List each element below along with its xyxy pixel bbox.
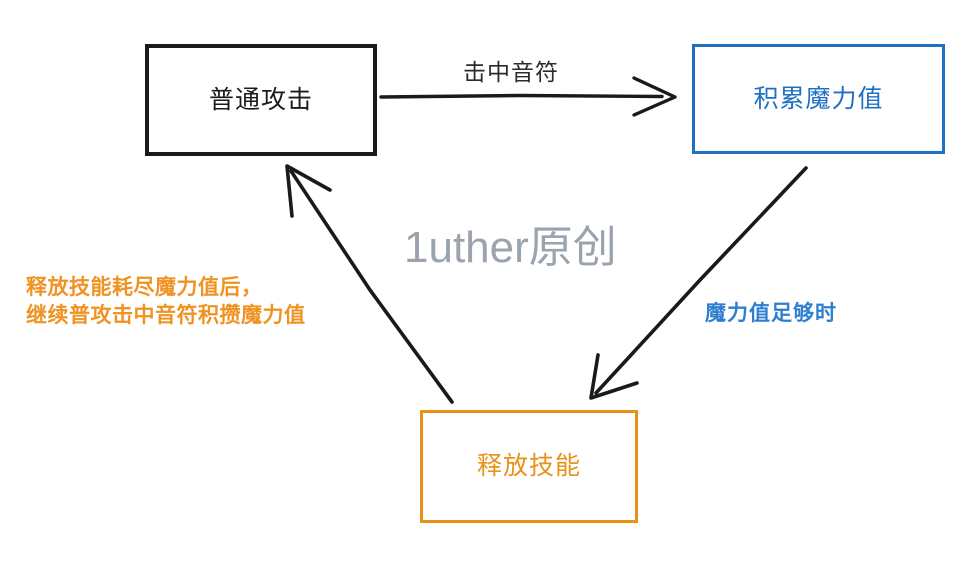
edge-label-after-cast-line1: 释放技能耗尽魔力值后，: [26, 276, 263, 299]
node-normal-attack-label: 普通攻击: [208, 85, 313, 114]
edge-label-after-cast: 释放技能耗尽魔力值后， 继续普攻击中音符积攒魔力值: [26, 274, 306, 331]
node-normal-attack[interactable]: 普通攻击: [145, 44, 377, 156]
node-accumulate-mana-label: 积累魔力值: [753, 84, 884, 113]
edge-label-after-cast-line2: 继续普攻击中音符积攒魔力值: [26, 304, 306, 328]
arrow-mana-enough: [589, 166, 808, 400]
edge-label-hit-note: 击中音符: [463, 59, 559, 85]
arrow-after-cast: [285, 164, 454, 404]
node-accumulate-mana[interactable]: 积累魔力值: [692, 44, 945, 154]
edge-label-mana-enough: 魔力值足够时: [705, 302, 837, 325]
watermark-text: 1uther原创: [404, 223, 617, 272]
node-cast-skill-label: 释放技能: [476, 452, 581, 480]
node-cast-skill[interactable]: 释放技能: [420, 410, 638, 523]
